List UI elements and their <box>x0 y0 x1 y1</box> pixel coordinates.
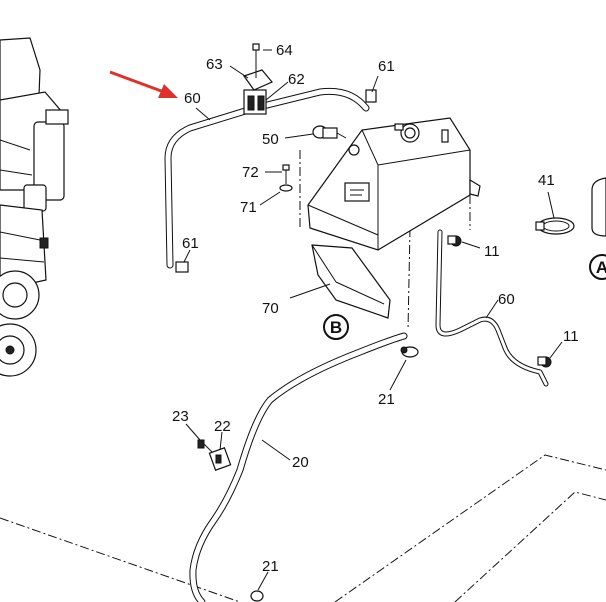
hose-clamp-41 <box>535 217 575 235</box>
bracket-63 <box>243 69 273 91</box>
view-marker-a-label: A <box>596 258 606 277</box>
callout-22: 22 <box>214 418 231 435</box>
red-pointer-arrow <box>109 70 178 98</box>
fuel-line-60-right <box>435 229 549 387</box>
callout-41: 41 <box>538 172 555 189</box>
filter-canister <box>591 177 606 237</box>
callout-62: 62 <box>288 71 305 88</box>
clamp-61-top <box>365 89 377 103</box>
engine-assembly <box>0 37 69 377</box>
hose-60-upper <box>164 87 370 269</box>
clamp-21-lower <box>250 590 264 602</box>
clamp-21-upper <box>400 346 419 358</box>
callout-21-lower: 21 <box>262 558 279 575</box>
callout-23: 23 <box>172 408 189 425</box>
callout-60-upper: 60 <box>184 90 201 107</box>
view-marker-a: A <box>589 254 606 280</box>
frame-outline <box>0 150 606 602</box>
callout-61-top: 61 <box>378 58 395 75</box>
bolt-64 <box>252 43 260 78</box>
callout-50: 50 <box>262 131 279 148</box>
callout-20: 20 <box>292 454 309 471</box>
clamp-11-upper <box>447 235 462 247</box>
clamp-11-lower <box>537 356 552 368</box>
callout-61-left: 61 <box>182 235 199 252</box>
screw-23 <box>197 439 213 453</box>
clamp-61-left <box>175 261 189 273</box>
bolt-72 <box>282 164 290 184</box>
callout-21-upper: 21 <box>378 391 395 408</box>
fuel-tank <box>307 117 481 251</box>
callout-70: 70 <box>262 300 279 317</box>
washer-71 <box>279 184 293 192</box>
callout-71: 71 <box>240 199 257 216</box>
callout-63: 63 <box>206 56 223 73</box>
callout-64: 64 <box>276 42 293 59</box>
leader-lines <box>183 49 563 591</box>
view-marker-b: B <box>323 314 349 340</box>
hose-20 <box>189 332 408 602</box>
connector-22 <box>208 447 232 471</box>
callout-11-lower: 11 <box>563 328 579 345</box>
fitting-50 <box>312 125 347 139</box>
bracket-70 <box>311 244 391 319</box>
callout-11-upper: 11 <box>484 243 500 260</box>
callout-72: 72 <box>242 164 259 181</box>
clip-62 <box>243 89 267 115</box>
view-marker-b-label: B <box>330 318 342 337</box>
callout-60-right: 60 <box>498 291 515 308</box>
